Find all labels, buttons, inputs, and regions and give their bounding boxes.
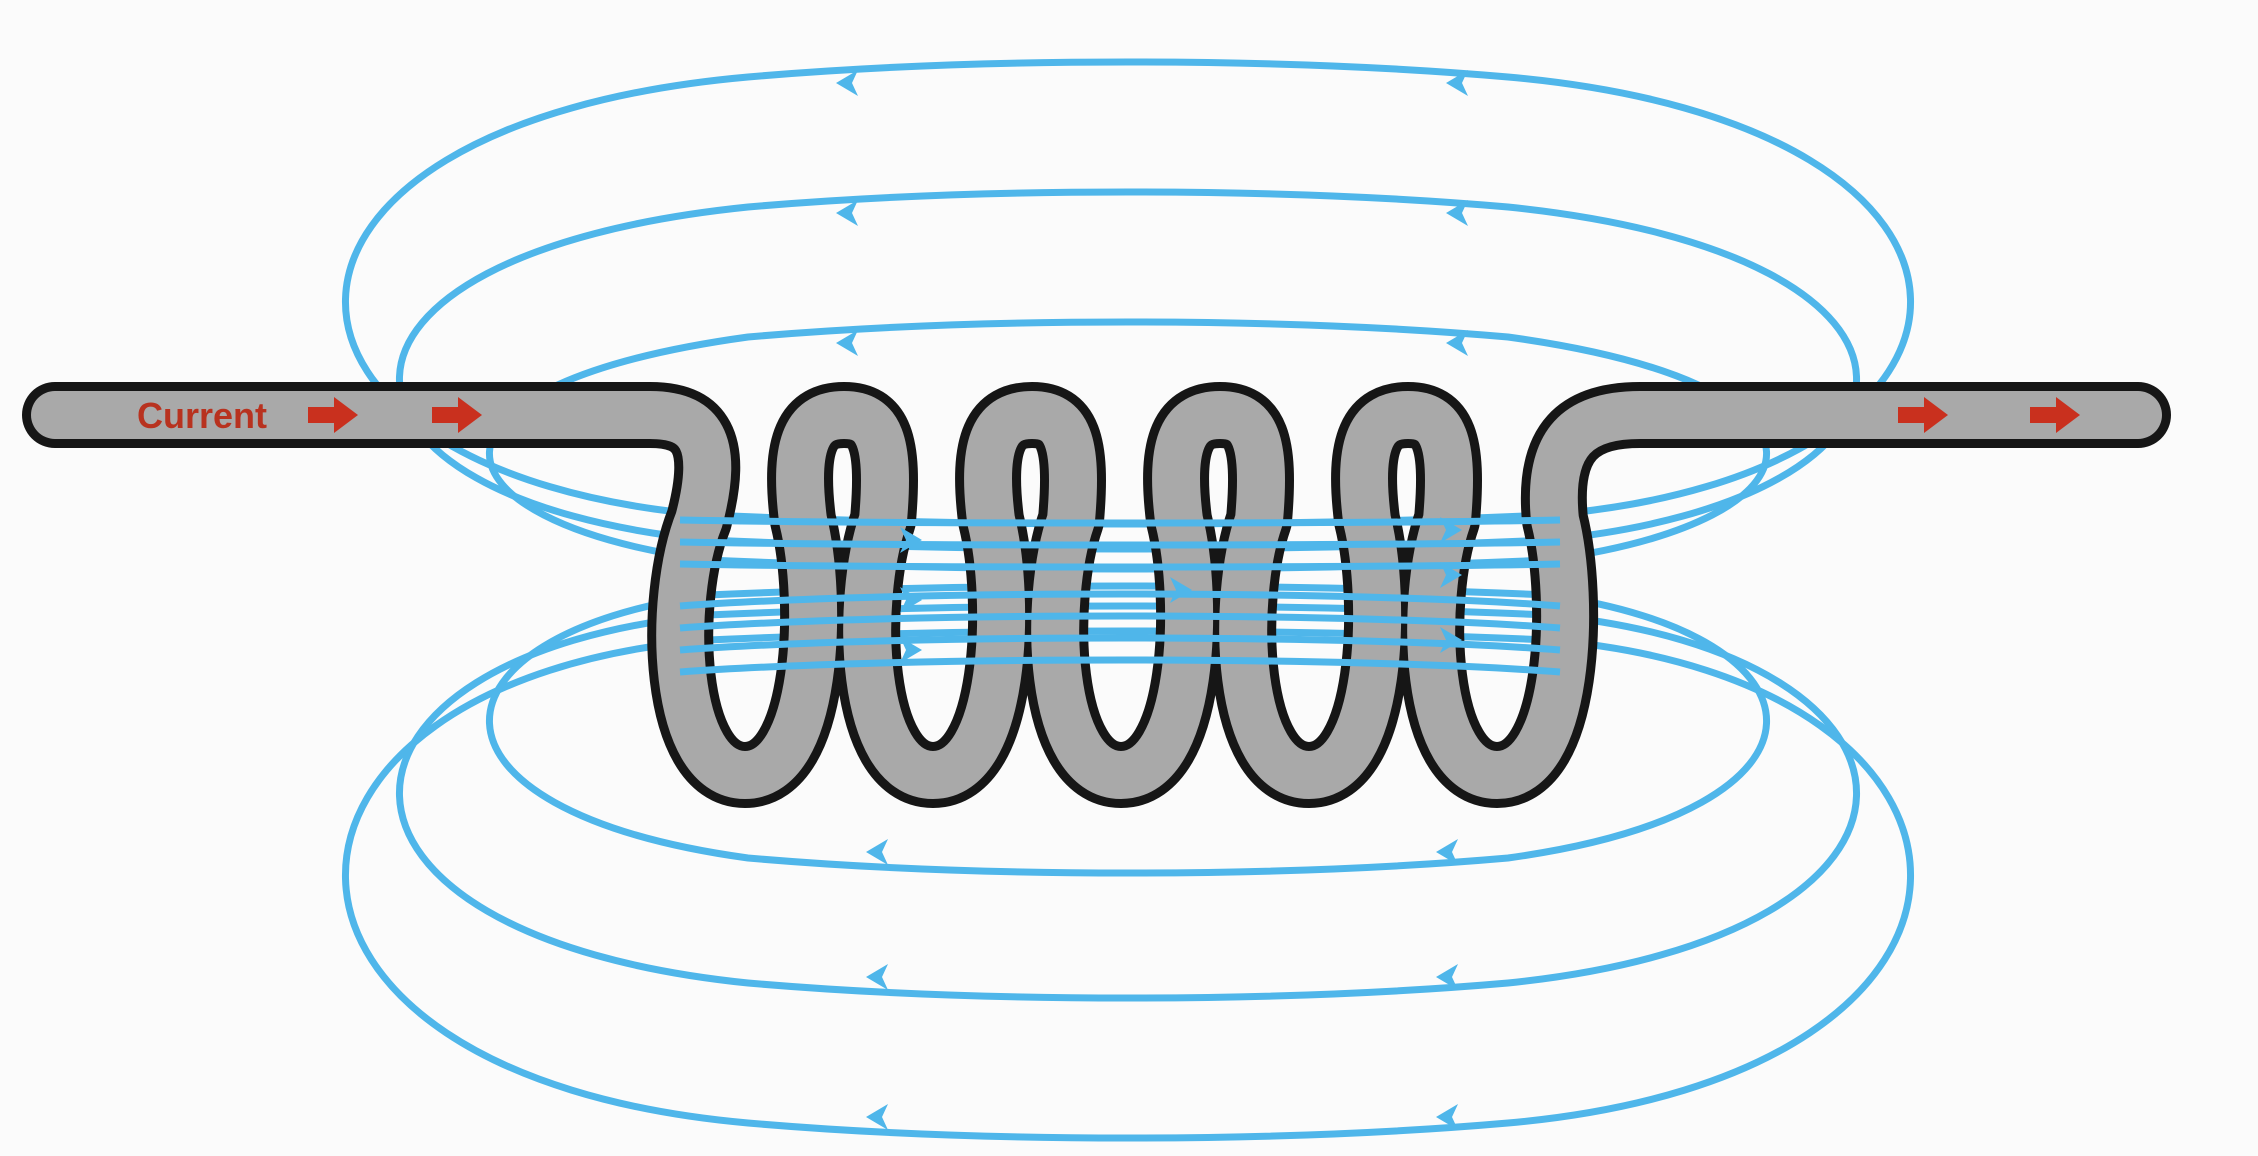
field-line-inner-5 <box>679 612 1561 632</box>
field-arrow-lower-2-left <box>866 964 888 990</box>
field-line-inner-7 <box>679 656 1561 676</box>
field-arrow-lower-3-left <box>866 839 888 865</box>
current-arrow-1 <box>308 397 358 433</box>
field-lines-back <box>342 58 1914 1142</box>
field-arrow-inner-6 <box>1440 627 1462 653</box>
field-arrow-lower-1-right <box>1436 1104 1458 1130</box>
field-arrow-lower-2-right <box>1436 964 1458 990</box>
field-loop-upper-2 <box>396 188 1860 553</box>
field-arrow-upper-3-right <box>1446 330 1468 356</box>
current-arrows <box>308 397 2080 433</box>
field-arrow-upper-3-left <box>836 330 858 356</box>
field-line-inner-4 <box>679 590 1561 610</box>
field-line-inner-3 <box>679 560 1561 571</box>
current-arrow-3 <box>1898 397 1948 433</box>
field-lines-front <box>679 70 1561 1130</box>
current-arrow-2 <box>432 397 482 433</box>
field-arrow-lower-3-right <box>1436 839 1458 865</box>
field-arrow-inner-1 <box>900 527 922 553</box>
field-loop-upper-1 <box>342 58 1914 528</box>
field-arrow-inner-5 <box>1440 562 1462 588</box>
field-arrow-upper-1-left <box>836 70 858 96</box>
field-arrow-lower-1-left <box>866 1104 888 1130</box>
field-arrow-inner-2 <box>900 587 922 613</box>
field-arrow-inner-4 <box>1440 517 1462 543</box>
field-arrow-upper-1-right <box>1446 70 1468 96</box>
field-line-inner-1 <box>679 516 1561 527</box>
field-arrow-upper-2-right <box>1446 200 1468 226</box>
field-line-inner-6 <box>679 634 1561 654</box>
field-loop-lower-2 <box>396 602 1860 1002</box>
field-arrow-upper-2-left <box>836 200 858 226</box>
field-arrow-inner-3 <box>900 637 922 663</box>
current-arrow-4 <box>2030 397 2080 433</box>
field-loop-lower-1 <box>342 627 1914 1142</box>
current-label: Current <box>137 395 267 436</box>
field-line-inner-2 <box>679 538 1561 549</box>
field-arrow-inner-7 <box>1170 577 1192 603</box>
